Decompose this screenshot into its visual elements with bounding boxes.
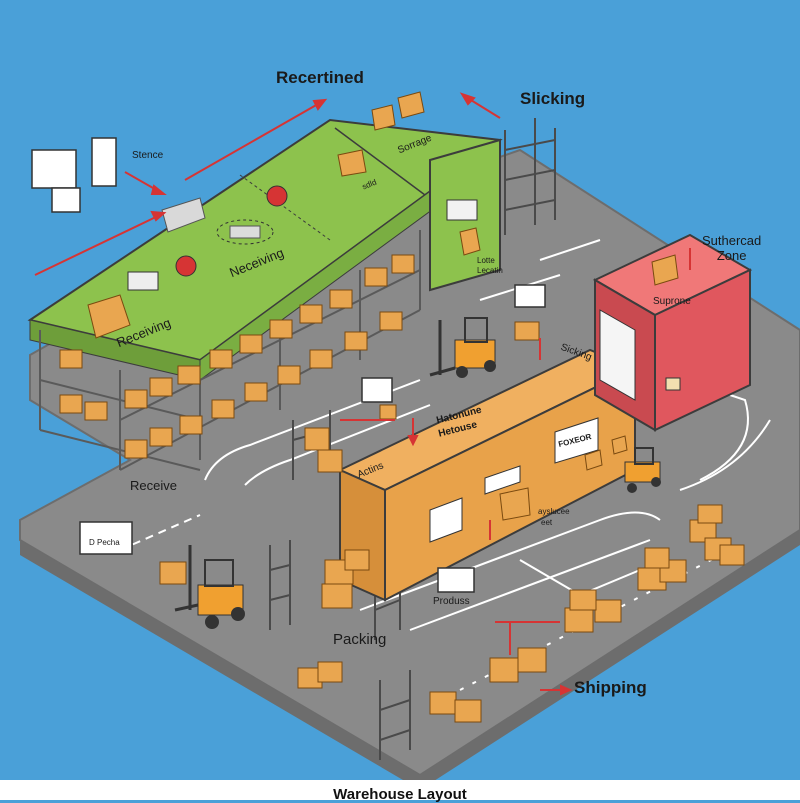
caption-bar: Warehouse Layout [0, 780, 800, 803]
isometric-scene [19, 91, 800, 780]
label-packing: Packing [333, 631, 387, 648]
rack-boxes [59, 254, 415, 459]
forklift-right [624, 447, 661, 493]
label-sign-text: D Pecha [89, 538, 120, 547]
label-suthercad-zone: Suthercad Zone [702, 233, 762, 263]
label-aysluce-line2: eet [541, 518, 553, 527]
label-shipping: Shipping [574, 678, 647, 697]
flow-arrows [34, 92, 691, 696]
label-suprone: Suprone [653, 296, 691, 307]
label-aysluce-line1: ayslucee [538, 507, 570, 516]
label-lotte: Lotte [477, 256, 495, 265]
diagram-caption: Warehouse Layout [333, 786, 467, 803]
floor-boxes [159, 321, 745, 723]
label-slicking: Slicking [520, 89, 586, 108]
label-stence: Stence [132, 150, 164, 161]
forklift-left [174, 545, 245, 629]
label-lotte-sub: Lecatin [477, 266, 503, 275]
label-produss: Produss [433, 596, 470, 607]
label-recertified: Recertined [276, 68, 364, 87]
shipping-zone-block [592, 233, 753, 432]
forklift-center [429, 317, 496, 378]
label-receive: Receive [130, 478, 177, 493]
wall-sign-icons [31, 137, 546, 593]
